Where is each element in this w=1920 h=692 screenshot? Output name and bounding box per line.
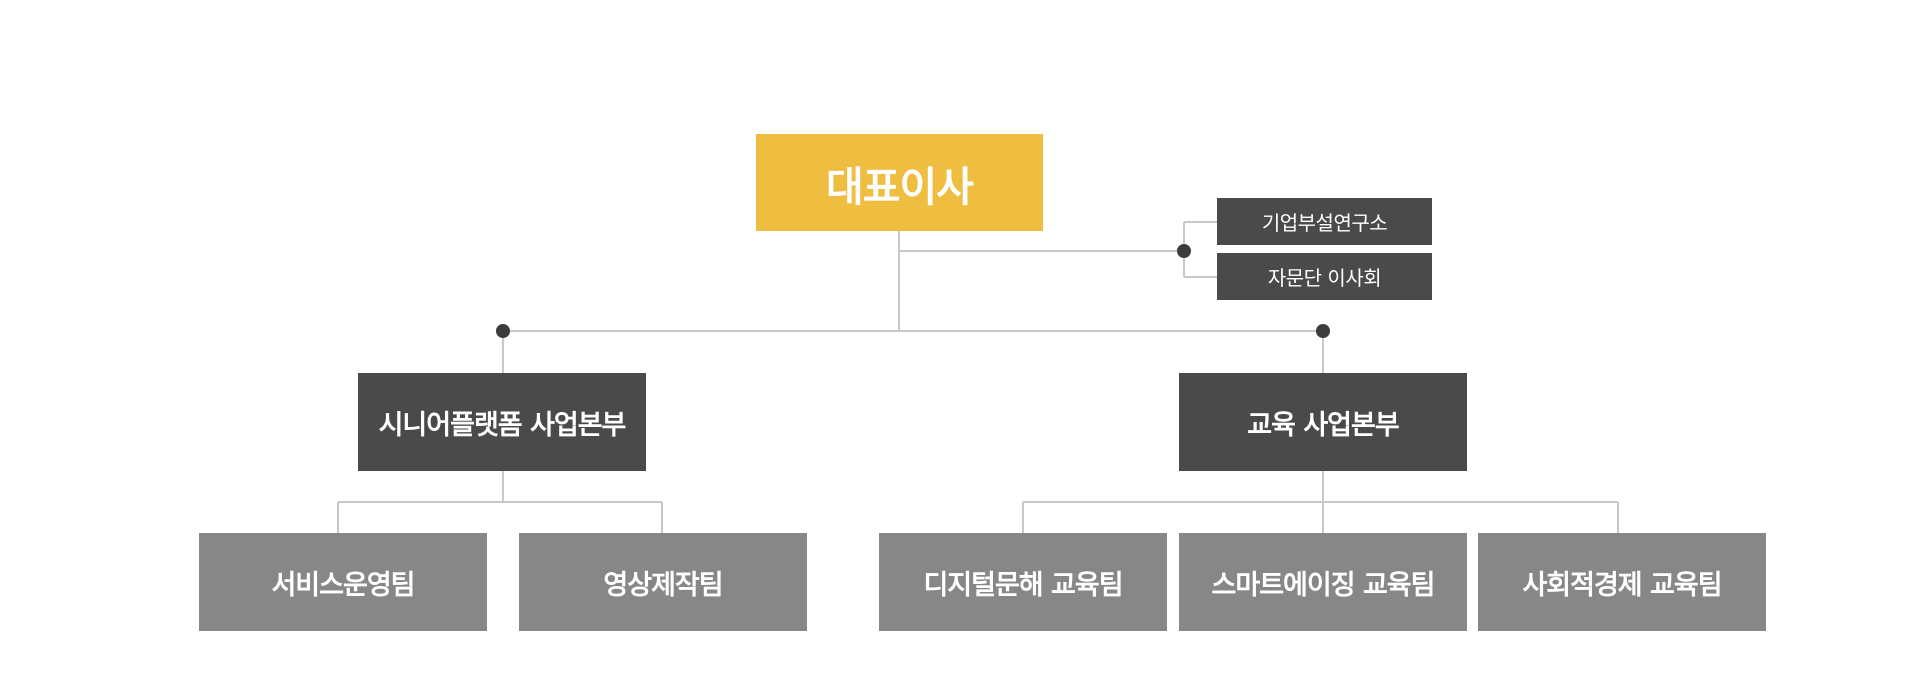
research-lab-label: 기업부설연구소: [1261, 211, 1388, 235]
division-edu-dot: [1316, 324, 1330, 338]
ceo-box: 대표이사: [756, 134, 1043, 231]
team-video-production-label: 영상제작팀: [603, 569, 723, 601]
research-lab-box: 기업부설연구소: [1217, 198, 1432, 245]
division-senior-platform-label: 시니어플랫폼 사업본부: [378, 409, 627, 441]
side-junction-dot: [1177, 244, 1191, 258]
division-senior-dot: [496, 324, 510, 338]
division-education-box: 교육 사업본부: [1179, 373, 1467, 471]
team-social-economy-box: 사회적경제 교육팀: [1478, 533, 1766, 631]
team-social-economy-label: 사회적경제 교육팀: [1522, 569, 1722, 601]
team-digital-literacy-box: 디지털문해 교육팀: [879, 533, 1167, 631]
division-senior-platform-box: 시니어플랫폼 사업본부: [358, 373, 646, 471]
ceo-label: 대표이사: [826, 162, 974, 211]
team-video-production-box: 영상제작팀: [519, 533, 807, 631]
team-digital-literacy-label: 디지털문해 교육팀: [923, 569, 1123, 601]
team-smart-aging-box: 스마트에이징 교육팀: [1179, 533, 1467, 631]
advisory-board-box: 자문단 이사회: [1217, 253, 1432, 300]
advisory-board-label: 자문단 이사회: [1267, 266, 1382, 290]
team-smart-aging-label: 스마트에이징 교육팀: [1211, 569, 1436, 601]
division-education-label: 교육 사업본부: [1247, 409, 1399, 441]
team-service-operations-label: 서비스운영팀: [271, 569, 415, 601]
team-service-operations-box: 서비스운영팀: [199, 533, 487, 631]
